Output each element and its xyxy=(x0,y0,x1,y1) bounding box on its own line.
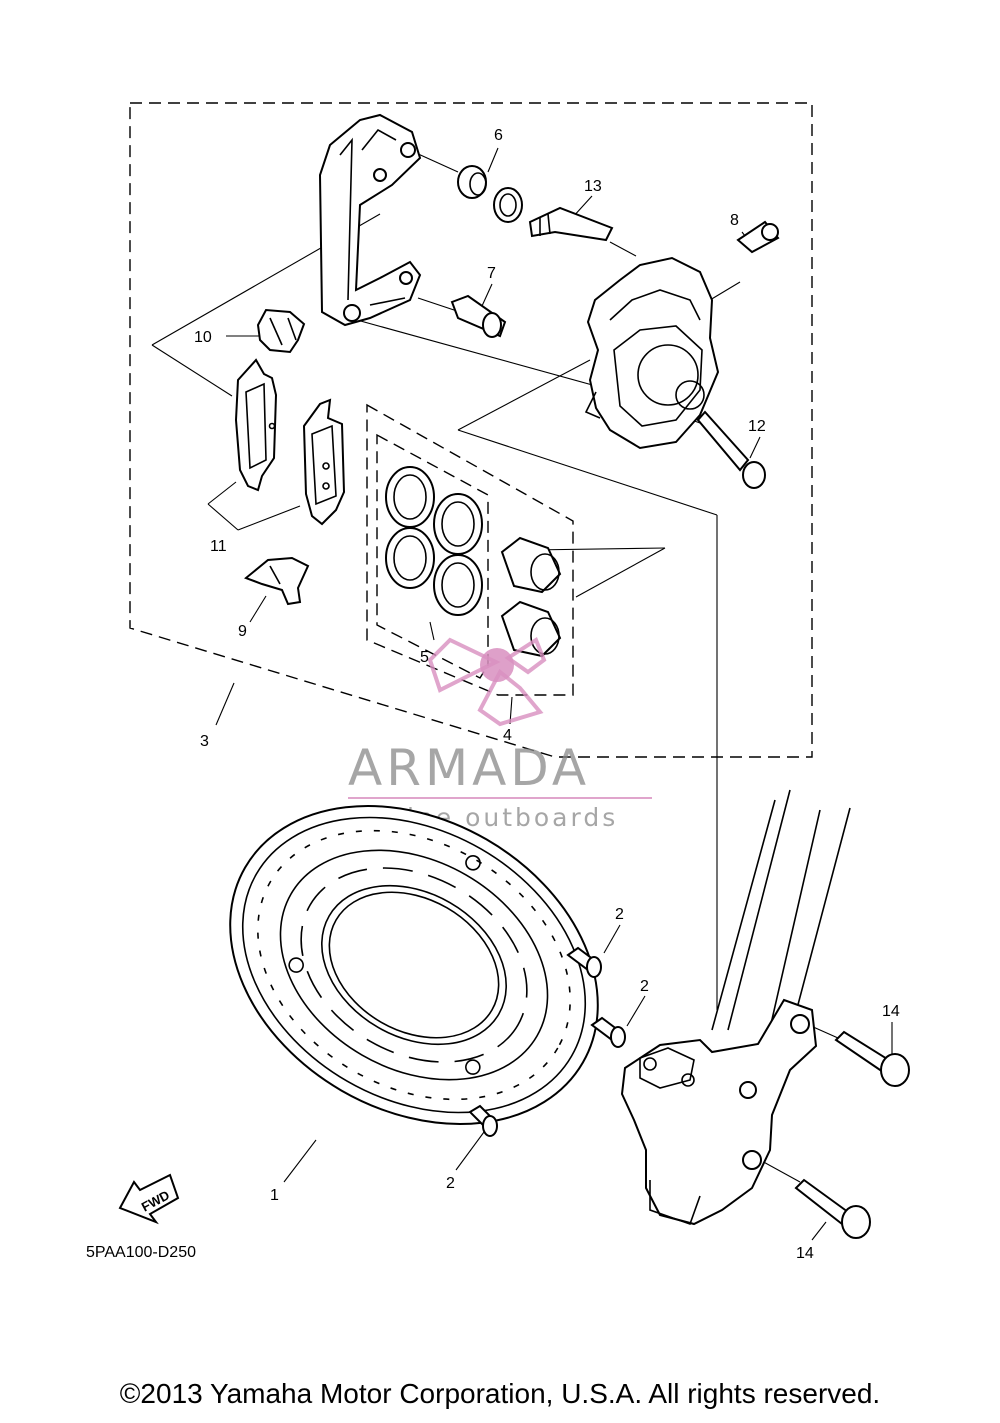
callout-2-bottom: 2 xyxy=(446,1175,455,1192)
pin-boot-seals xyxy=(457,165,523,223)
propeller-logo-icon xyxy=(427,637,547,727)
armada-watermark: ARMADA marine outboards xyxy=(348,637,652,832)
diagram-code: 5PAA100-D250 xyxy=(86,1244,196,1261)
caliper-bolt-12 xyxy=(696,410,766,489)
forward-arrow-icon: FWD xyxy=(118,1173,180,1225)
caliper-body xyxy=(584,256,720,450)
slide-pin-13 xyxy=(528,206,614,242)
callout-6: 6 xyxy=(494,127,503,144)
callout-11: 11 xyxy=(210,538,227,555)
pistons-4 xyxy=(500,536,562,658)
callout-2-top: 2 xyxy=(615,906,624,923)
copyright-notice: ©2013 Yamaha Motor Corporation, U.S.A. A… xyxy=(119,1378,881,1409)
callout-5: 5 xyxy=(420,649,429,666)
callout-13: 13 xyxy=(584,178,602,195)
callout-9: 9 xyxy=(238,623,247,640)
pad-support-9 xyxy=(244,556,310,606)
slide-pin-7 xyxy=(450,294,507,338)
callout-2-middle: 2 xyxy=(640,978,649,995)
callout-12: 12 xyxy=(748,418,766,435)
callout-1: 1 xyxy=(270,1187,279,1204)
brake-disc xyxy=(229,805,599,1125)
callout-10: 10 xyxy=(194,329,212,346)
disc-screws xyxy=(468,946,626,1137)
callout-8: 8 xyxy=(730,212,739,229)
caliper-assembly-outline xyxy=(129,102,813,758)
callout-7: 7 xyxy=(487,265,496,282)
caliper-mount-bolts xyxy=(794,1030,910,1239)
callout-4: 4 xyxy=(503,727,512,744)
front-fork xyxy=(620,789,851,1226)
callout-3: 3 xyxy=(200,733,209,750)
piston-kit-outline xyxy=(366,403,574,696)
piston-seals-5 xyxy=(385,466,483,616)
bleed-screw-8 xyxy=(736,220,780,254)
callout-labels: 6 13 8 7 10 12 11 9 5 4 3 2 2 14 2 1 14 xyxy=(194,127,900,1262)
caliper-bracket xyxy=(318,113,422,327)
brake-pad-left xyxy=(234,358,278,492)
watermark-brand: ARMADA xyxy=(348,739,590,797)
pad-spring-10 xyxy=(256,308,306,354)
brake-pad-right xyxy=(302,398,346,526)
callout-14-top: 14 xyxy=(882,1003,900,1020)
propeller-hub-icon xyxy=(480,648,514,682)
callout-14-bottom: 14 xyxy=(796,1245,814,1262)
